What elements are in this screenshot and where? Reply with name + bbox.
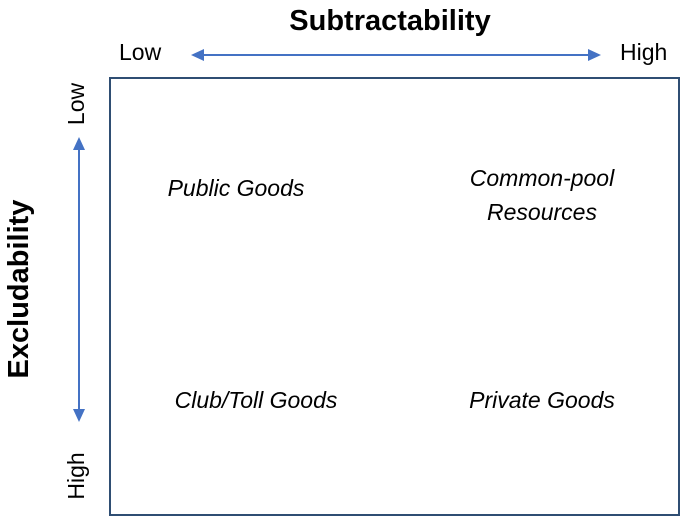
goods-matrix-frame: [109, 77, 680, 516]
horizontal-double-arrow: [191, 49, 601, 61]
quadrant-common-pool-resources: Common-pool Resources: [436, 161, 648, 229]
quadrant-common-pool-line1: Common-pool: [469, 165, 615, 191]
subtractability-high-label: High: [620, 39, 668, 65]
excludability-high-label: High: [63, 452, 89, 500]
excludability-low-label: Low: [63, 82, 89, 126]
vertical-double-arrow: [73, 137, 85, 422]
subtractability-low-label: Low: [119, 39, 162, 65]
quadrant-private-goods: Private Goods: [469, 387, 615, 413]
excludability-axis-title: Excludability: [3, 199, 35, 379]
subtractability-axis-title: Subtractability: [289, 5, 491, 37]
quadrant-public-goods: Public Goods: [167, 175, 305, 201]
quadrant-common-pool-line2: Resources: [487, 199, 597, 225]
quadrant-club-toll-goods: Club/Toll Goods: [174, 387, 338, 413]
